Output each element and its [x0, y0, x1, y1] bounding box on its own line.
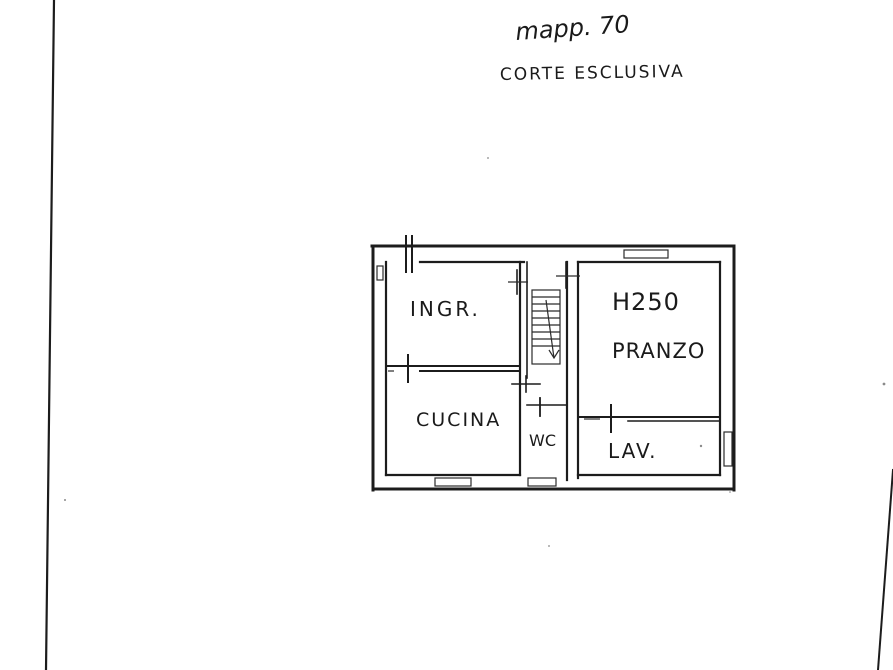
room-label-laundry: LAV. [608, 439, 657, 463]
door-marks [388, 235, 612, 433]
room-label-dining: PRANZO [612, 339, 705, 363]
room-label-wc: WC [529, 431, 556, 450]
sheet-right-border [876, 468, 893, 670]
parcel-label: mapp. 70 [514, 10, 630, 46]
room-label-kitchen: CUCINA [416, 409, 501, 431]
staircase [531, 289, 561, 365]
interior-walls [385, 260, 721, 482]
court-label: CORTE ESCLUSIVA [500, 62, 685, 85]
scan-specks [64, 157, 886, 547]
sheet-left-border [44, 0, 56, 670]
room-label-entrance: INGR. [410, 297, 481, 321]
outer-walls [370, 244, 736, 492]
windows [376, 249, 733, 487]
room-height-label: H250 [612, 288, 680, 316]
